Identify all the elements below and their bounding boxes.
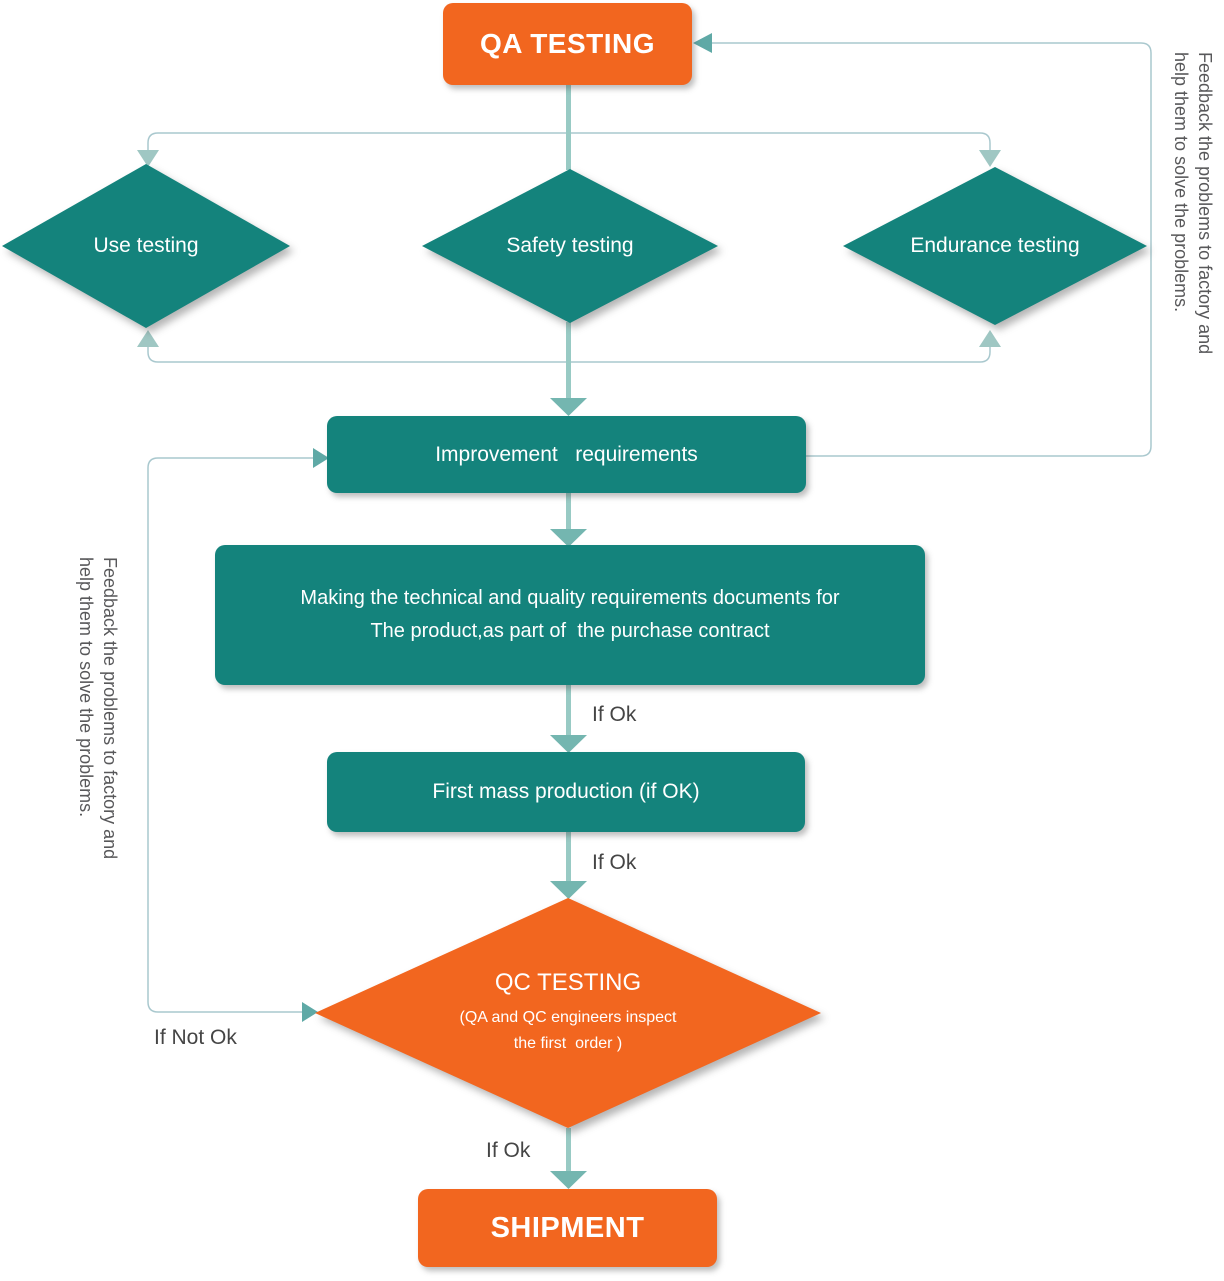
node-safety-testing: Safety testing: [422, 169, 718, 323]
documents-line2: The product,as part of the purchase cont…: [370, 620, 770, 642]
arrowhead-into-qc: [550, 881, 587, 899]
side-note-right-line1: Feedback the problems to factory and: [1195, 52, 1215, 355]
improvement-requirements-label: Improvement requirements: [435, 442, 698, 466]
node-documents: Making the technical and quality require…: [215, 545, 925, 685]
node-use-testing: Use testing: [2, 164, 290, 328]
node-endurance-testing: Endurance testing: [843, 167, 1147, 325]
qc-testing-title: QC TESTING: [494, 969, 642, 996]
endurance-testing-label: Endurance testing: [910, 234, 1080, 257]
label-if-ok-3: If Ok: [486, 1139, 531, 1162]
shipment-label: SHIPMENT: [490, 1211, 645, 1244]
arrowhead-into-firstmass: [550, 735, 587, 753]
node-qa-testing: QA TESTING: [443, 3, 692, 85]
side-note-left-line1: Feedback the problems to factory and: [100, 557, 120, 860]
qc-testing-sub1: (QA and QC engineers inspect: [459, 1009, 677, 1026]
documents-line1: Making the technical and quality require…: [300, 587, 840, 609]
edge-feedback-right-loop: [712, 42, 1152, 457]
node-qc-testing: QC TESTING (QA and QC engineers inspect …: [315, 898, 821, 1128]
label-if-ok-2: If Ok: [592, 851, 637, 874]
arrowhead-into-docs: [550, 529, 587, 547]
arrowhead-into-improvement: [550, 398, 587, 416]
arrowhead-into-endurance-top: [979, 150, 1001, 167]
node-first-mass-production: First mass production (if OK): [327, 752, 805, 832]
node-shipment: SHIPMENT: [418, 1189, 717, 1267]
side-note-right-line2: help them to solve the problems.: [1171, 52, 1191, 313]
first-mass-production-label: First mass production (if OK): [432, 780, 700, 803]
arrowhead-into-qc-left: [302, 1002, 318, 1022]
arrowhead-into-shipment: [550, 1171, 587, 1189]
arrowhead-into-use-top: [137, 150, 159, 167]
label-if-ok-1: If Ok: [592, 703, 637, 726]
arrowhead-into-endurance-bottom: [979, 330, 1001, 347]
arrowhead-into-improvement-left: [313, 448, 329, 468]
side-note-right: Feedback the problems to factory and hel…: [1169, 52, 1217, 412]
edge-feedback-left-loop: [147, 457, 329, 1013]
side-note-left: Feedback the problems to factory and hel…: [74, 557, 122, 917]
label-if-not-ok: If Not Ok: [154, 1026, 237, 1049]
use-testing-label: Use testing: [93, 234, 199, 257]
qa-testing-label: QA TESTING: [479, 28, 656, 59]
node-improvement-requirements: Improvement requirements: [327, 416, 806, 493]
arrowhead-into-use-bottom: [137, 330, 159, 347]
qc-testing-sub2: the first order ): [513, 1035, 623, 1052]
arrowhead-into-qa: [693, 33, 712, 53]
safety-testing-label: Safety testing: [506, 234, 634, 257]
side-note-left-line2: help them to solve the problems.: [76, 557, 96, 818]
